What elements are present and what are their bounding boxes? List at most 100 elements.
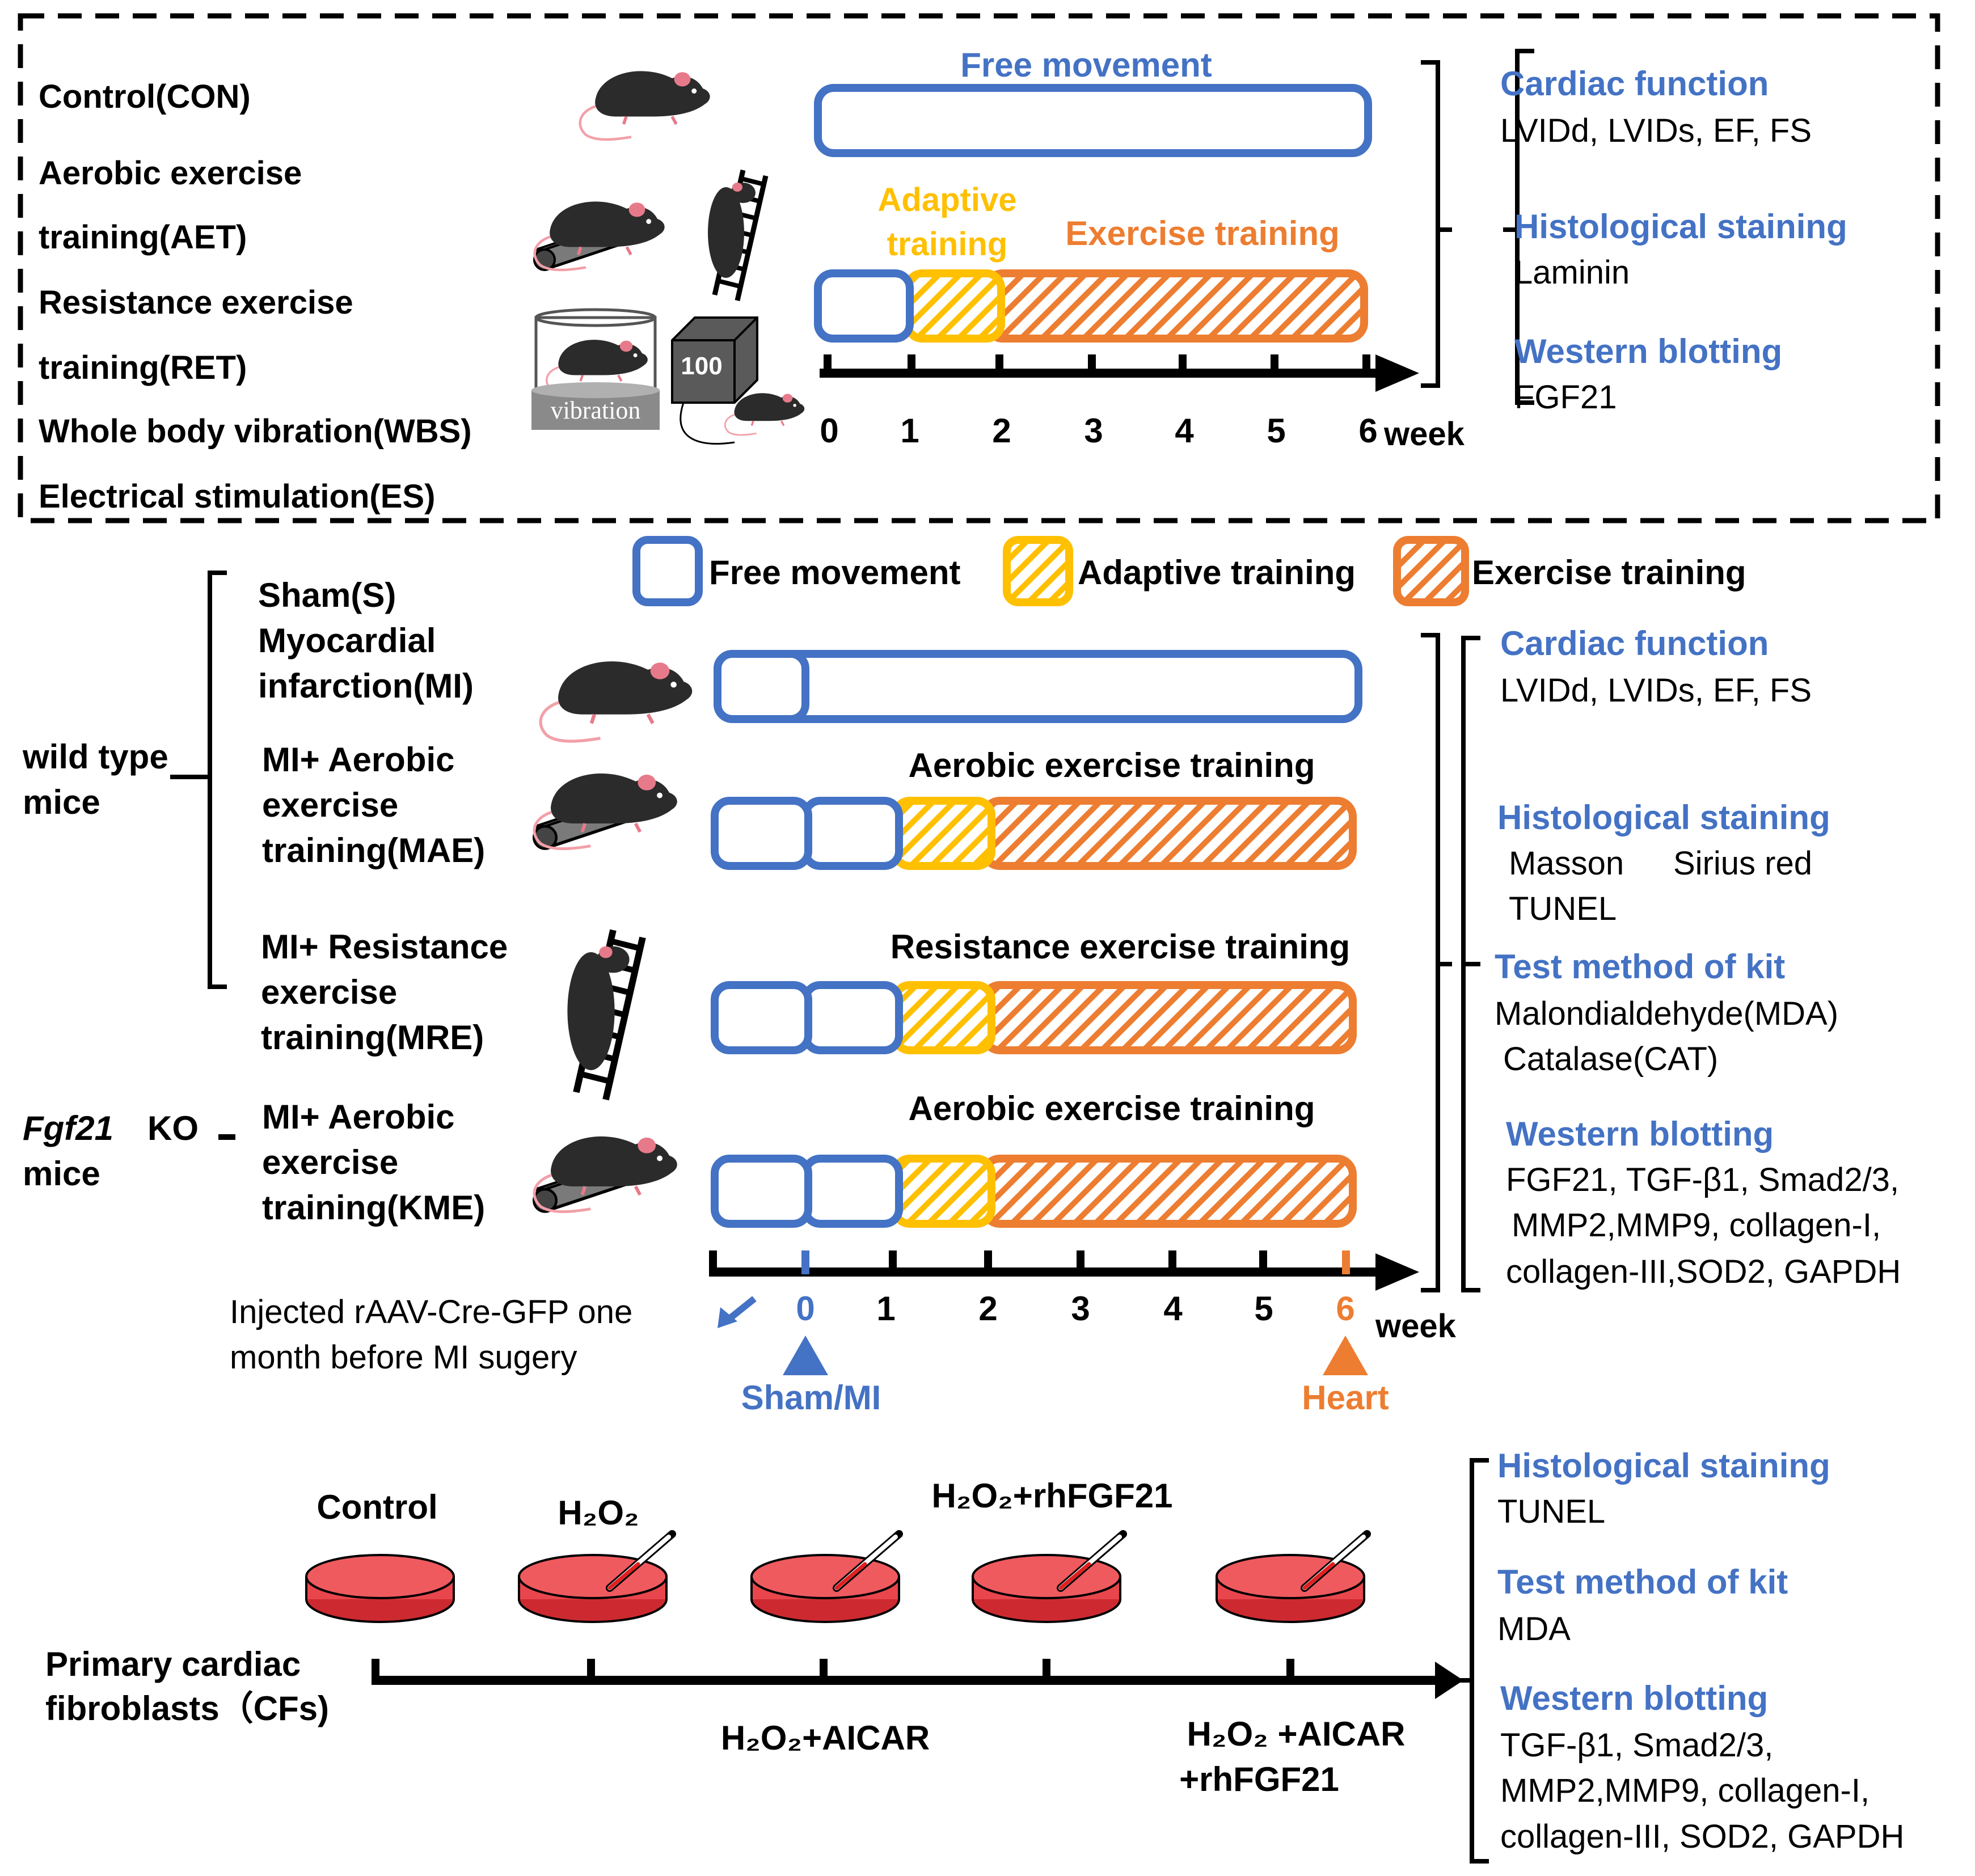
group-label: Electrical stimulation(ES)	[39, 478, 435, 515]
week-unit-label: week	[1375, 1308, 1457, 1345]
group-label: infarction(MI)	[258, 667, 474, 705]
week-tick-label: 2	[978, 1290, 997, 1328]
free-movement-bar	[814, 84, 1372, 157]
vibration-platform-icon: vibration	[531, 308, 660, 430]
week-tick-label: 1	[900, 412, 919, 450]
panel-1-exercise-modes: Control(CON) Aerobic exercise training(A…	[18, 13, 1940, 523]
timeline-axis	[820, 354, 1419, 392]
treadmill-mouse-icon	[534, 1136, 677, 1212]
row-label-kme: Aerobic exercise training	[909, 1089, 1315, 1127]
group-label: Control(CON)	[39, 78, 251, 115]
group-label: training(KME)	[262, 1189, 485, 1227]
week-tick-label: 1	[876, 1290, 895, 1328]
outcome-text: TUNEL	[1509, 890, 1617, 927]
outcome-text: MMP2,MMP9, collagen-I,	[1500, 1772, 1870, 1809]
group-label: MI+ Aerobic	[262, 1098, 455, 1136]
culture-dish-icon	[972, 1554, 1121, 1623]
week-tick-label: 6	[1336, 1290, 1354, 1328]
legend-adaptive-swatch	[1003, 536, 1073, 606]
mae-week1-bar	[801, 797, 903, 870]
treatment-label: Control	[316, 1488, 437, 1526]
week-tick-label: 0	[820, 412, 838, 450]
outcome-text: TGF-β1, Smad2/3,	[1500, 1727, 1773, 1764]
treadmill-mouse-icon	[534, 774, 677, 849]
adaptive-label: training	[887, 226, 1008, 263]
week-tick-label: 5	[1254, 1290, 1273, 1328]
group-label: training(RET)	[39, 349, 247, 386]
legend-exercise-label: Exercise training	[1472, 553, 1746, 591]
panel-2-mi-study: wild type mice Fgf21 KO mice Sham(S) Myo…	[22, 571, 1901, 1417]
culture-dish-icon	[750, 1554, 900, 1623]
injection-note: Injected rAAV-Cre-GFP one	[230, 1294, 632, 1330]
outcome-title: Test method of kit	[1497, 1563, 1788, 1601]
ladder-mouse-icon	[567, 930, 643, 1100]
week-unit-label: week	[1383, 416, 1465, 453]
group-label: Whole body vibration(WBS)	[39, 413, 472, 450]
mre-exercise-bar	[980, 981, 1357, 1054]
row-label-mae: Aerobic exercise training	[909, 746, 1315, 784]
group-label: exercise	[262, 1143, 398, 1181]
outcome-text: MDA	[1497, 1611, 1571, 1647]
free-movement-label: Free movement	[960, 46, 1212, 84]
kme-adaptive-bar	[891, 1155, 995, 1228]
ladder-mouse-icon	[708, 170, 766, 301]
legend: Free movement Adaptive training Exercise…	[632, 536, 1746, 606]
outcome-text: Masson	[1509, 845, 1624, 882]
injection-note: month before MI sugery	[230, 1339, 577, 1376]
group-label: exercise	[262, 786, 398, 824]
group-label: Myocardial	[258, 622, 436, 660]
sham-mi-week0-bar	[714, 650, 809, 723]
outcome-text: LVIDd, LVIDs, EF, FS	[1500, 672, 1812, 709]
mre-week1-bar	[801, 981, 903, 1054]
vibration-label: vibration	[551, 396, 641, 424]
outcome-text: MMP2,MMP9, collagen-I,	[1512, 1207, 1881, 1244]
culture-dish-icon	[1216, 1554, 1365, 1623]
outcome-title: Test method of kit	[1495, 948, 1785, 986]
bracket	[1458, 1458, 1489, 1864]
outcome-title: Histological staining	[1497, 1447, 1830, 1485]
panel-3-cell-study: Control H₂O₂ H₂O₂+rhFGF21 H₂O₂+AICAR H₂O…	[45, 1447, 1904, 1864]
legend-free-label: Free movement	[709, 553, 961, 591]
week-tick-label: 3	[1071, 1290, 1090, 1328]
wild-type-label: wild type	[22, 738, 168, 776]
group-label: training(MRE)	[261, 1019, 484, 1057]
mae-week0-bar	[711, 797, 812, 870]
outcome-title: Cardiac function	[1500, 65, 1769, 103]
bracket	[1421, 633, 1452, 1292]
outcome-text: LVIDd, LVIDs, EF, FS	[1500, 112, 1812, 149]
week-tick-label: 5	[1267, 412, 1285, 450]
group-label: Aerobic exercise	[39, 155, 302, 192]
legend-adaptive-label: Adaptive training	[1078, 553, 1356, 591]
outcome-text: FGF21, TGF-β1, Smad2/3,	[1506, 1161, 1899, 1198]
group-label: Resistance exercise	[39, 284, 353, 321]
ko-gene-label: Fgf21	[23, 1109, 113, 1147]
kme-exercise-bar	[980, 1155, 1357, 1228]
culture-dish-icon	[518, 1554, 668, 1623]
heart-marker-icon	[1323, 1336, 1368, 1375]
wild-type-label: mice	[23, 783, 100, 821]
outcome-text: Sirius red	[1673, 845, 1812, 882]
culture-dish-icon	[305, 1554, 455, 1623]
sham-mi-label: Sham/MI	[741, 1379, 881, 1417]
kme-week0-bar	[711, 1155, 812, 1228]
treatment-label: +rhFGF21	[1179, 1760, 1339, 1798]
bracket	[1503, 49, 1534, 405]
group-label: MI+ Aerobic	[262, 741, 455, 779]
exercise-training-bar	[983, 269, 1368, 343]
mae-adaptive-bar	[891, 797, 995, 870]
outcome-text: TUNEL	[1497, 1493, 1605, 1530]
adaptive-training-bar	[904, 269, 1005, 343]
cell-type-label: Primary cardiac	[45, 1645, 301, 1683]
group-label: training(MAE)	[262, 831, 485, 869]
week-tick-label: 3	[1084, 412, 1103, 450]
row-label-mre: Resistance exercise training	[891, 928, 1350, 966]
ko-dash	[218, 1134, 235, 1140]
mouse-icon	[541, 661, 692, 741]
legend-free-swatch	[632, 536, 703, 606]
outcome-text: collagen-III, SOD2, GAPDH	[1500, 1818, 1904, 1855]
electrical-stimulator-icon: 100	[671, 316, 805, 445]
mre-week0-bar	[711, 981, 812, 1054]
heart-label: Heart	[1302, 1379, 1389, 1417]
outcome-text: FGF21	[1514, 379, 1617, 416]
